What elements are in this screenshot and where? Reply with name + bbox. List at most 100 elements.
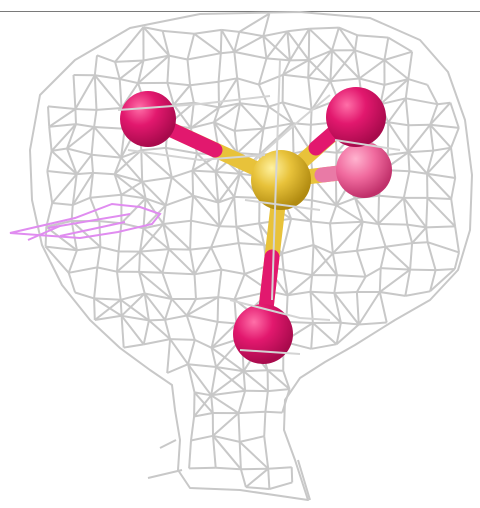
mesh-strand <box>189 249 196 275</box>
mesh-strand <box>47 170 77 176</box>
mesh-strand <box>116 271 122 300</box>
mesh-strand <box>218 296 235 301</box>
mesh-strand <box>168 248 196 276</box>
mesh-strand <box>387 97 407 123</box>
mesh-strand <box>378 223 408 226</box>
mesh-strand <box>429 124 452 149</box>
mesh-strand <box>429 269 437 292</box>
mesh-strand <box>139 250 164 274</box>
mesh-strand <box>263 411 267 437</box>
mesh-strand <box>355 221 364 251</box>
mesh-strand <box>336 274 366 278</box>
mesh-strand <box>162 205 167 225</box>
mesh-strand <box>362 220 379 225</box>
mesh-strand <box>165 146 198 155</box>
mesh-strand <box>170 298 188 317</box>
mesh-strand <box>94 299 122 321</box>
mesh-strand <box>266 369 291 390</box>
mesh-strand <box>190 106 220 129</box>
mesh-strand <box>76 171 94 176</box>
mesh-strand <box>137 54 170 84</box>
mesh-strand <box>193 391 214 414</box>
mesh-strand <box>120 315 125 348</box>
mesh-strand <box>237 390 247 414</box>
mesh-strand <box>186 296 219 317</box>
mesh-strand <box>187 363 217 368</box>
mesh-strand <box>239 102 265 130</box>
mesh-strand <box>383 37 390 61</box>
mesh-strand <box>74 291 95 300</box>
mesh-strand <box>120 156 143 183</box>
mesh-strand <box>210 322 238 349</box>
mesh-strand <box>309 291 314 324</box>
mesh-strand <box>238 12 270 33</box>
mesh-strand <box>194 28 222 35</box>
mesh-strand <box>290 467 294 483</box>
mesh-strand <box>121 314 150 322</box>
mesh-strand <box>334 291 357 294</box>
mesh-strand <box>426 225 456 229</box>
mesh-strand <box>218 102 241 109</box>
mesh-strand <box>262 35 268 59</box>
mesh-strand <box>210 366 218 396</box>
mesh-strand <box>282 269 289 296</box>
mesh-strand <box>268 101 283 108</box>
mesh-strand <box>173 101 194 106</box>
mesh-strand <box>309 26 339 30</box>
mesh-strand <box>330 77 360 83</box>
mesh-strand <box>190 121 215 130</box>
mesh-strand <box>286 320 313 324</box>
mesh-strand <box>93 267 99 299</box>
mesh-strand <box>233 196 238 227</box>
mesh-strand <box>233 173 241 198</box>
mesh-strand <box>282 370 291 390</box>
mesh-strand <box>162 271 195 276</box>
mesh-strand <box>164 177 173 206</box>
mesh-strand <box>450 127 460 149</box>
mesh-strand <box>120 298 150 322</box>
mesh-strand <box>356 276 367 293</box>
mesh-strand <box>238 441 242 470</box>
mesh-strand <box>450 198 457 227</box>
mesh-strand <box>310 80 332 111</box>
mesh-strand <box>171 176 194 197</box>
mesh-strand <box>216 297 220 322</box>
viewer-top-border <box>0 0 480 12</box>
mesh-strand <box>329 223 334 254</box>
mesh-strand <box>233 299 238 324</box>
mesh-strand <box>333 292 360 326</box>
mesh-strand <box>120 292 145 301</box>
mesh-strand <box>404 78 410 99</box>
mesh-strand <box>210 347 218 368</box>
mesh-strand <box>94 74 123 109</box>
mesh-strand <box>408 78 428 86</box>
mesh-strand <box>217 53 222 82</box>
mesh-strand <box>218 77 238 83</box>
mesh-strand <box>91 153 122 159</box>
mesh-strand <box>291 122 311 151</box>
mesh-strand <box>332 249 358 255</box>
mesh-strand <box>426 173 452 200</box>
mesh-strand <box>237 242 246 275</box>
mesh-strand <box>239 30 264 38</box>
mesh-strand <box>189 80 219 87</box>
mesh-strand <box>210 242 239 249</box>
mesh-strand <box>258 128 265 155</box>
mesh-strand <box>240 467 269 471</box>
mesh-strand <box>189 246 212 251</box>
mesh-strand <box>358 59 385 80</box>
mesh-strand <box>190 195 195 221</box>
mesh-strand <box>449 102 460 129</box>
mesh-strand <box>409 170 428 175</box>
mesh-strand <box>329 50 333 82</box>
mesh-strand <box>220 29 236 53</box>
mesh-strand <box>212 435 242 470</box>
mesh-strand <box>235 225 265 246</box>
mesh-strand <box>234 50 267 60</box>
mesh-strand <box>211 389 246 397</box>
mesh-strand <box>244 265 267 275</box>
mesh-strand <box>289 28 311 61</box>
mesh-strand <box>402 170 411 199</box>
mesh-strand <box>141 181 147 199</box>
